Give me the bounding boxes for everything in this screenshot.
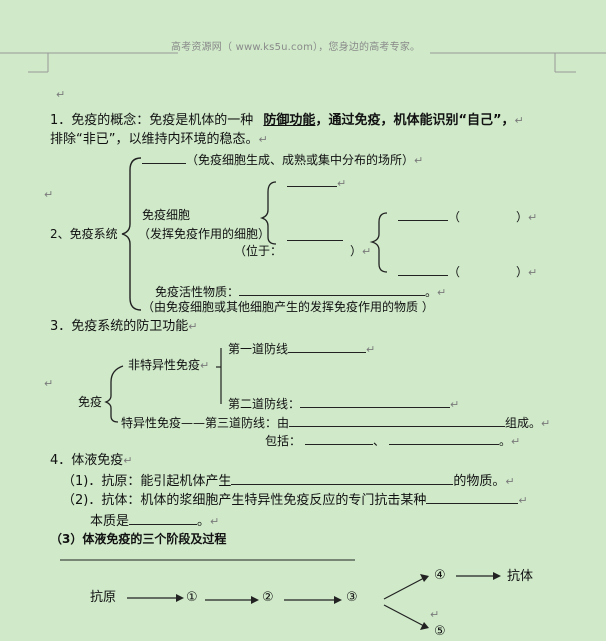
active-note: （由免疫细胞或其他细胞产生的发挥免疫作用的物质 ）: [142, 300, 434, 314]
flow-antibody: 抗体: [507, 569, 534, 584]
second-line-row: 第二道防线： ↵: [228, 395, 459, 412]
flow-step5: ⑤: [434, 624, 446, 639]
period: 。: [499, 434, 512, 448]
specific-text: 特异性免疫——第三道防线：由: [121, 416, 290, 430]
period: 。: [425, 285, 438, 299]
active-substance-row: 免疫活性物质： 。↵: [155, 283, 446, 300]
return-mark: ↵: [541, 417, 551, 430]
active-blank[interactable]: [239, 283, 426, 296]
nonspecific-text: 非特异性免疫: [128, 358, 201, 372]
section4-title: 4．体液免疫↵: [50, 453, 133, 469]
cell-label: 免疫细胞: [142, 208, 191, 222]
open-paren: （: [448, 265, 461, 279]
comma: 、: [373, 434, 386, 448]
section1-line2: 排除“非已”，以维持内环境的稳态。↵: [50, 132, 268, 148]
close-paren: ）: [516, 210, 529, 224]
organ-note: （免疫细胞生成、成熟或集中分布的场所）: [186, 153, 415, 167]
flow-step3: ③: [346, 590, 358, 605]
lymph-row2: （ ）↵: [398, 263, 537, 280]
antigen-suffix: 的物质。: [453, 474, 506, 489]
return-mark: ↵: [528, 266, 538, 279]
return-mark: ↵: [511, 435, 521, 448]
composed-text: 组成。: [505, 416, 542, 430]
antibody-text: （2)．抗体：机体的浆细胞产生特异性免疫反应的专门抗击某种: [62, 493, 427, 508]
immune-organ-row: （免疫细胞生成、成熟或集中分布的场所）↵: [142, 151, 423, 168]
cell-type1-row: ↵: [287, 174, 346, 191]
return-mark: ↵: [362, 245, 372, 258]
lymph1-blank[interactable]: [398, 208, 448, 221]
essence-blank[interactable]: [129, 512, 198, 525]
includes-label: 包括：: [265, 434, 302, 448]
cell-type2-blank[interactable]: [287, 228, 343, 241]
s1-term: 防御功能: [263, 113, 316, 128]
return-mark: ↵: [430, 608, 440, 621]
second-line-blank[interactable]: [300, 395, 451, 408]
organ-blank[interactable]: [142, 151, 186, 164]
return-mark: ↵: [123, 454, 133, 467]
includes-row: 包括： 、 。↵: [265, 432, 520, 449]
return-mark: ↵: [44, 188, 54, 201]
open-paren: （: [448, 210, 461, 224]
nonspecific-label: 非特异性免疫↵: [128, 358, 209, 373]
cell-note: （发挥免疫作用的细胞）: [138, 227, 271, 241]
located-row: （位于： ）↵: [234, 244, 371, 259]
includes-blank1[interactable]: [305, 432, 374, 445]
return-mark: ↵: [200, 359, 210, 372]
return-mark: ↵: [44, 377, 54, 390]
flow-step4: ④: [434, 568, 446, 583]
immune-system-title: 2、免疫系统: [50, 227, 118, 241]
close-paren: ）: [350, 244, 363, 258]
lymph2-blank[interactable]: [398, 263, 448, 276]
antibody-row: （2)．抗体：机体的浆细胞产生特异性免疫反应的专门抗击某种 ↵: [62, 491, 528, 509]
first-line-label: 第一道防线: [228, 342, 289, 356]
s1-suffix: ，通过免疫，机体能识别“自己”，: [315, 113, 515, 128]
stages-title: （3）体液免疫的三个阶段及过程: [50, 532, 227, 546]
header-watermark: 高考资源网（ www.ks5u.com），您身边的高考专家。: [171, 42, 421, 53]
s1-prefix: 1．免疫的概念：免疫是机体的一种: [50, 113, 254, 128]
return-mark: ↵: [528, 211, 538, 224]
essence-row: 本质是 。↵: [90, 512, 219, 530]
return-mark: ↵: [366, 343, 376, 356]
section1-line1: 1．免疫的概念：免疫是机体的一种 防御功能，通过免疫，机体能识别“自己”，↵: [50, 113, 524, 129]
return-mark: ↵: [505, 475, 515, 488]
antigen-prefix: （1)．抗原：能引起机体产生: [62, 474, 232, 489]
specific-blank[interactable]: [289, 414, 506, 427]
specific-row: 特异性免疫——第三道防线：由 组成。↵: [121, 414, 550, 431]
first-line-blank[interactable]: [288, 340, 367, 353]
period: 。: [197, 514, 211, 529]
second-line-label: 第二道防线：: [228, 397, 301, 411]
includes-blank2[interactable]: [389, 432, 500, 445]
antigen-row: （1)．抗原：能引起机体产生 的物质。↵: [62, 472, 515, 490]
s3-title: 3．免疫系统的防卫功能: [50, 319, 189, 334]
s1-line2: 排除“非已”，以维持内环境的稳态。: [50, 132, 259, 147]
cell-type1-blank[interactable]: [287, 174, 337, 187]
first-line-row: 第一道防线 ↵: [228, 340, 375, 357]
return-mark: ↵: [337, 177, 347, 190]
flow-step1: ①: [186, 590, 198, 605]
flow-antigen: 抗原: [90, 590, 117, 605]
essence-label: 本质是: [90, 514, 130, 529]
lymph-row1: （ ）↵: [398, 208, 537, 225]
antibody-blank[interactable]: [426, 491, 519, 504]
return-mark: ↵: [210, 515, 220, 528]
active-label: 免疫活性物质：: [155, 285, 240, 299]
immune-label: 免疫: [78, 395, 103, 409]
antigen-blank[interactable]: [231, 472, 454, 485]
s4-title: 4．体液免疫: [50, 453, 124, 468]
return-mark: ↵: [56, 88, 66, 101]
section3-title: 3．免疫系统的防卫功能↵: [50, 319, 198, 335]
located-label: （位于：: [234, 244, 283, 258]
return-mark: ↵: [414, 154, 424, 167]
close-paren: ）: [516, 265, 529, 279]
return-mark: ↵: [437, 286, 447, 299]
return-mark: ↵: [450, 398, 460, 411]
return-mark: ↵: [188, 320, 198, 333]
return-mark: ↵: [514, 114, 524, 127]
cell-type2-row: [287, 228, 343, 245]
flow-step2: ②: [262, 590, 274, 605]
return-mark: ↵: [258, 133, 268, 146]
return-mark: ↵: [518, 494, 528, 507]
